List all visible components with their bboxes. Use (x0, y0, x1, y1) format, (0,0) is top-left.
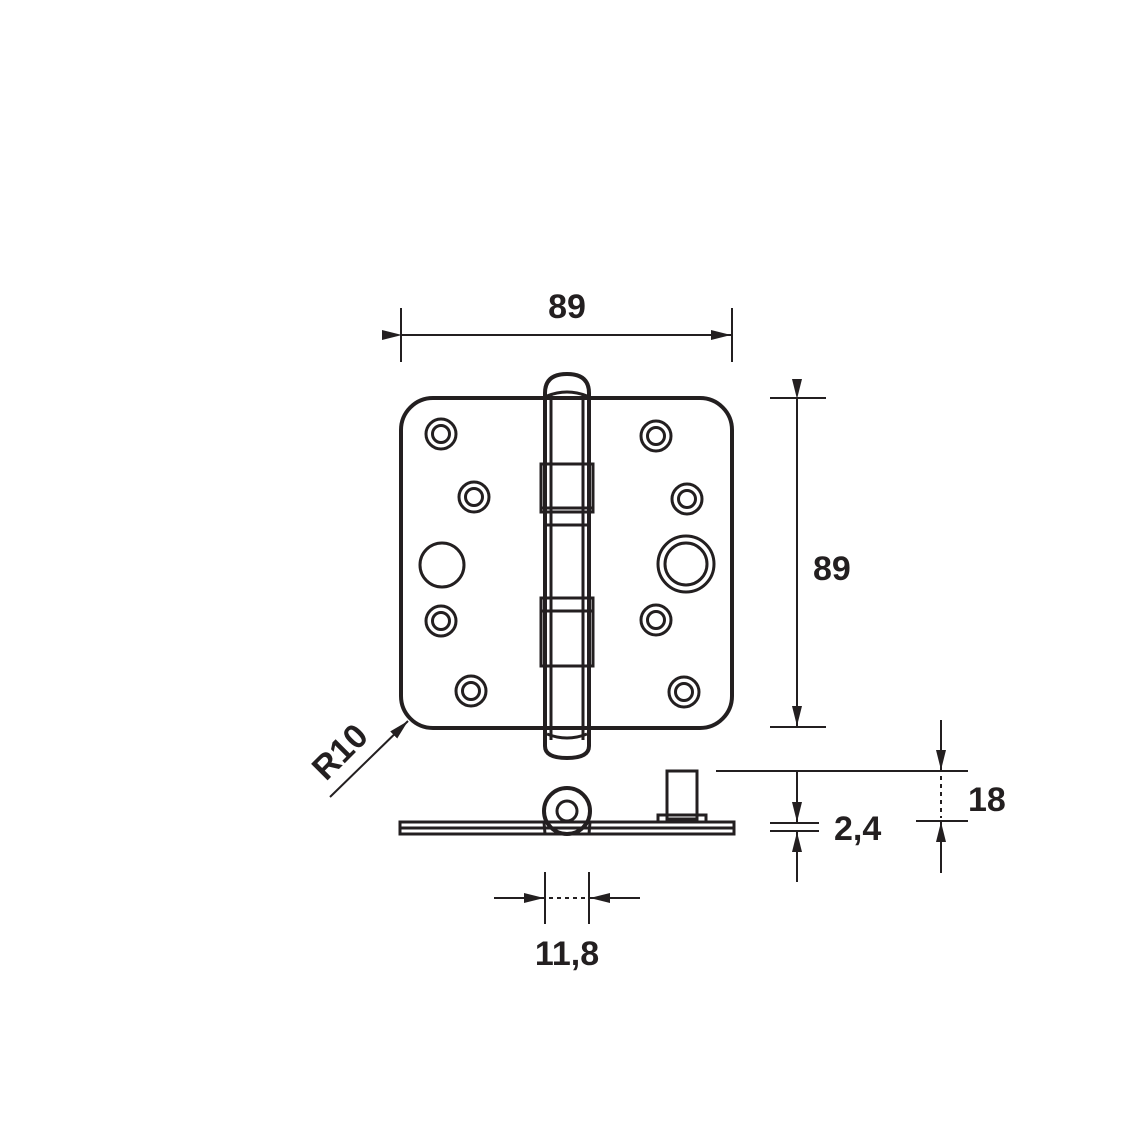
screw-hole (639, 603, 673, 637)
dimension-width: 89 (382, 288, 733, 362)
hinge-knuckle (539, 371, 595, 761)
dimension-radius: R10 (305, 717, 409, 798)
knuckle-band-1 (539, 462, 595, 514)
screw-hole (639, 419, 673, 453)
screw-hole (670, 482, 704, 516)
screw-hole (667, 675, 701, 709)
dimension-radius-label: R10 (305, 717, 376, 788)
dimension-pin-label: 11,8 (535, 935, 599, 973)
security-pin-hole (418, 541, 466, 589)
screw-holes-right (639, 419, 716, 709)
knuckle-band-2 (539, 596, 595, 668)
screw-hole (424, 417, 458, 451)
security-pin (656, 534, 716, 594)
screw-holes-left (418, 417, 491, 708)
side-view-knuckle (542, 786, 592, 836)
dimension-height-label: 89 (813, 550, 851, 588)
hinge-plate-outline (399, 396, 734, 730)
dimension-thickness-label: 2,4 (834, 810, 881, 848)
dimension-width-label: 89 (548, 288, 586, 326)
dimension-knuckle: 18 (716, 720, 1006, 873)
hinge-side-view (398, 769, 736, 836)
dimension-pin: 11,8 (494, 872, 640, 973)
screw-hole (424, 604, 458, 638)
side-view-security-pin (665, 769, 699, 821)
dimension-thickness: 2,4 (770, 771, 881, 882)
screw-hole (457, 480, 491, 514)
dimension-knuckle-label: 18 (968, 781, 1006, 819)
hinge-front-view (399, 371, 734, 761)
screw-hole (454, 674, 488, 708)
dimension-height: 89 (770, 379, 851, 728)
